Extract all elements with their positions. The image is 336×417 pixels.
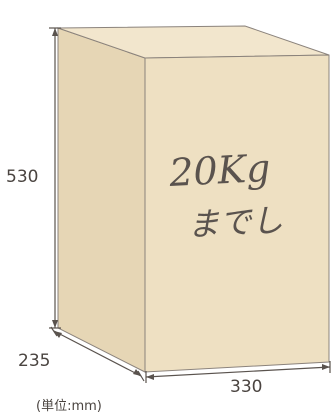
box-side-face — [57, 27, 146, 373]
width-dimension-line — [145, 361, 331, 383]
box-weight-label: 20Kg — [167, 146, 271, 195]
height-dimension-label: 530 — [6, 167, 38, 187]
height-dimension-line — [49, 27, 61, 329]
unit-note: (単位:mm) — [36, 398, 102, 414]
depth-dimension-line — [50, 326, 145, 382]
box-front-face — [144, 54, 330, 373]
width-dimension-label: 330 — [230, 377, 262, 397]
depth-dimension-label: 235 — [18, 351, 50, 371]
box-weight-label-suffix: までし — [186, 201, 284, 244]
